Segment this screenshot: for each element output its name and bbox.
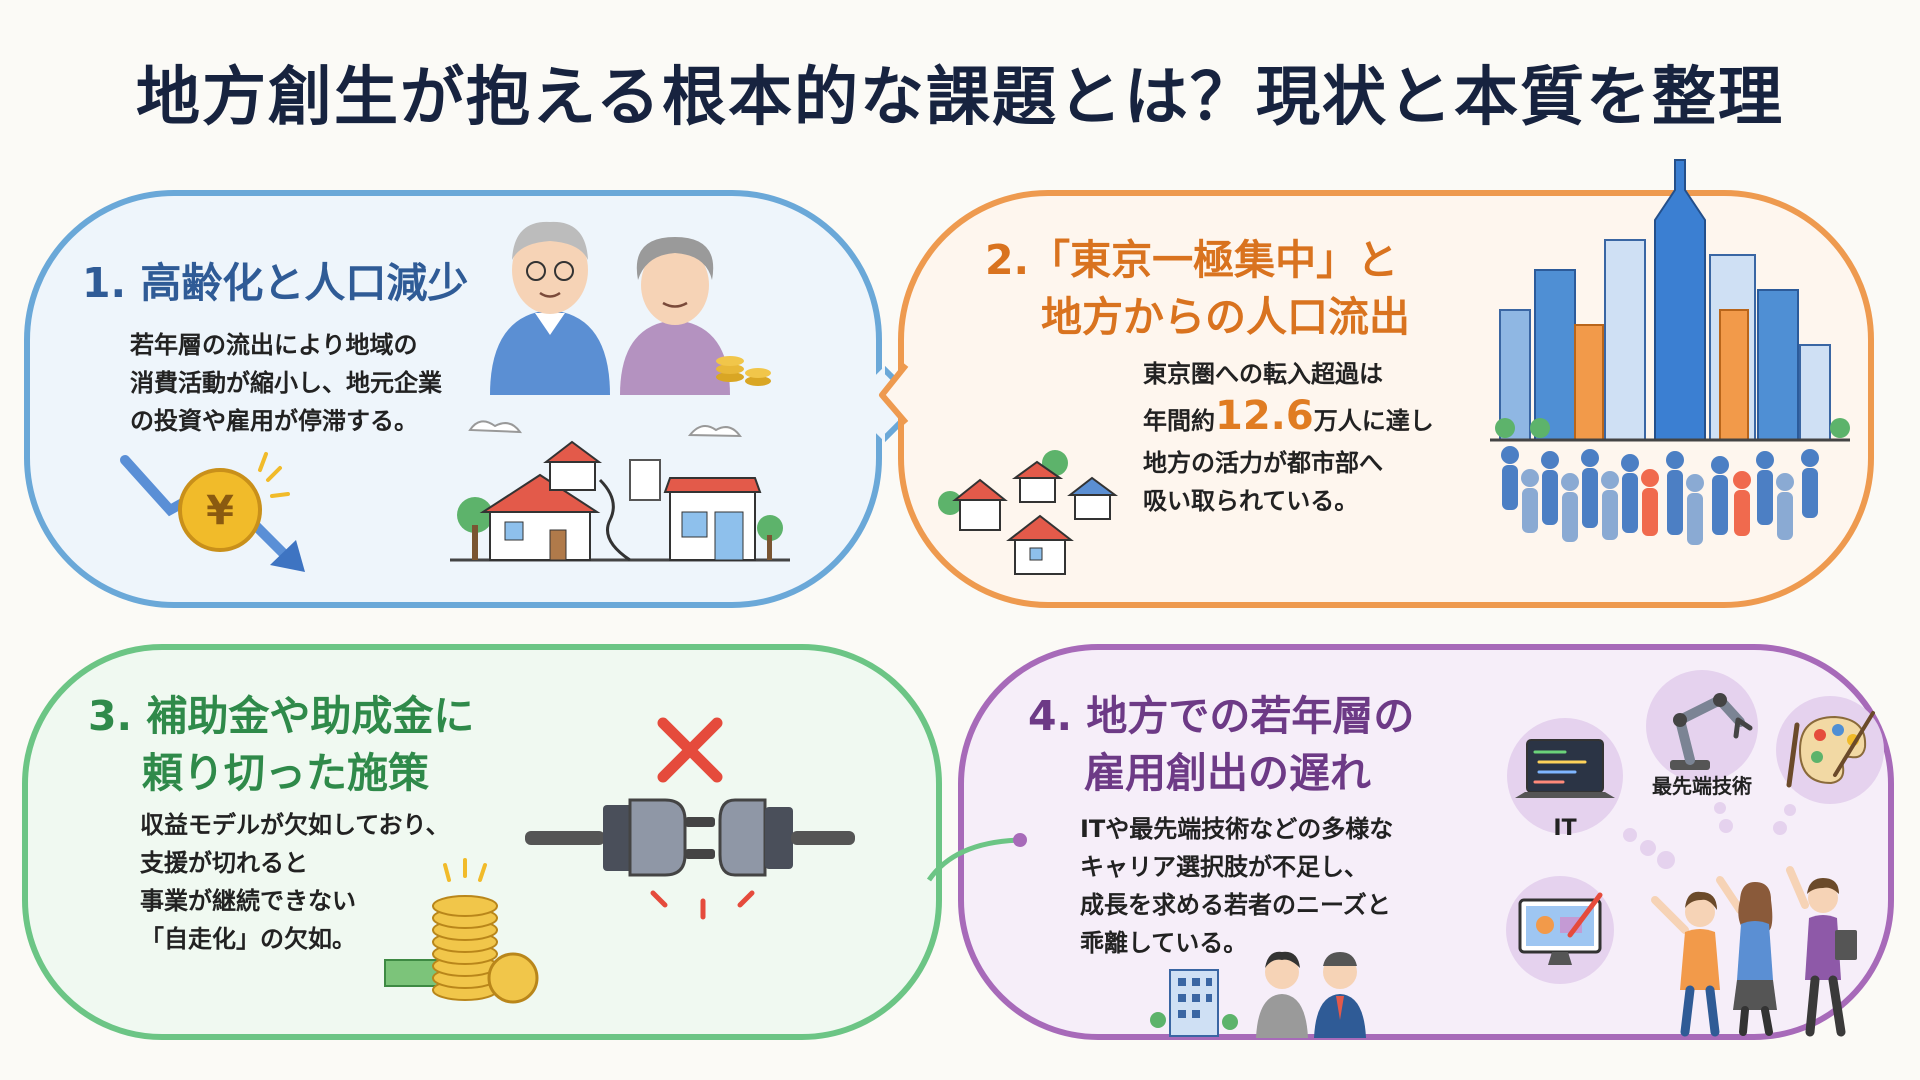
cross-mark-icon xyxy=(657,717,723,783)
city-skyline-icon xyxy=(1490,159,1850,545)
elderly-couple-icon xyxy=(490,221,771,395)
design-monitor-icon xyxy=(1506,876,1614,984)
young-people-group-icon xyxy=(1651,866,1857,1037)
art-palette-icon xyxy=(1776,696,1884,804)
it-label: IT xyxy=(1553,816,1576,841)
panel-4-line-2: キャリア選択肢が不足し、 xyxy=(1080,853,1368,881)
office-workers-icon xyxy=(1150,951,1366,1038)
panel-4-line-3: 成長を求める若者のニーズと xyxy=(1080,891,1391,919)
panel-1-line-2: 消費活動が縮小し、地元企業 xyxy=(130,369,442,397)
panel-1-heading-text: 高齢化と人口減少 xyxy=(140,259,469,307)
migration-figure: 12.6 xyxy=(1215,393,1314,439)
village-houses-icon xyxy=(938,450,1119,575)
panel-2-heading: 2.「東京一極集中」と 地方からの人口流出 xyxy=(985,232,1410,346)
crowd-icon xyxy=(1501,446,1819,545)
unplugged-icon xyxy=(525,798,855,920)
money-stack-icon xyxy=(384,858,539,1004)
panel-4-heading-line-2: 雇用創出の遅れ xyxy=(1084,749,1371,797)
panel-3-line-1: 収益モデルが欠如しており、 xyxy=(140,811,450,839)
advanced-tech-label: 最先端技術 xyxy=(1652,774,1752,798)
robot-arm-icon: 最先端技術 xyxy=(1646,670,1758,798)
panel-1-line-1: 若年層の流出により地域の xyxy=(130,331,418,359)
panel-aging-population xyxy=(24,190,882,608)
panel-3-line-4: 「自走化」の欠如。 xyxy=(140,925,356,953)
panel-3-body: 収益モデルが欠如しており、 支援が切れると 事業が継続できない 「自走化」の欠如… xyxy=(140,806,450,958)
panel-3-line-3: 事業が継続できない xyxy=(140,887,356,915)
panel-1-heading: 1. 高齢化と人口減少 xyxy=(82,255,468,312)
panel-4-line-1: ITや最先端技術などの多様な xyxy=(1080,815,1394,843)
panel-2-line-2-pre: 年間約 xyxy=(1143,407,1215,435)
page-title: 地方創生が抱える根本的な課題とは？現状と本質を整理 xyxy=(135,61,1785,135)
yen-symbol: ¥ xyxy=(206,488,234,534)
panel-3-heading-line-1: 3. 補助金や助成金に xyxy=(88,692,475,740)
panel-2-line-4: 吸い取られている。 xyxy=(1143,487,1359,515)
panel-4-body: ITや最先端技術などの多様な キャリア選択肢が不足し、 成長を求める若者のニーズ… xyxy=(1080,810,1393,962)
panel-4-line-4: 乖離している。 xyxy=(1080,929,1248,957)
panel-2-line-1: 東京圏への転入超過は xyxy=(1143,360,1383,388)
panel-4-heading-line-1: 4. 地方での若年層の xyxy=(1028,692,1415,740)
panel-1-body: 若年層の流出により地域の 消費活動が縮小し、地元企業 の投資や雇用が停滞する。 xyxy=(130,326,442,440)
it-laptop-icon: IT xyxy=(1507,718,1623,841)
town-houses-icon xyxy=(450,420,790,562)
panel-2-speech-tail xyxy=(879,363,909,425)
yen-decline-icon: ¥ xyxy=(120,452,305,572)
panel-4-heading: 4. 地方での若年層の 雇用創出の遅れ xyxy=(1028,688,1414,802)
panel-2-line-2: 年間約12.6万人に達し xyxy=(1143,393,1434,444)
panel-3-line-2: 支援が切れると xyxy=(140,849,308,877)
panel-2-line-3: 地方の活力が都市部へ xyxy=(1143,449,1383,477)
panel-1-number: 1. xyxy=(82,259,127,307)
thought-bubble-dots xyxy=(1623,802,1796,869)
panel-2-heading-line-2: 地方からの人口流出 xyxy=(1041,293,1410,341)
coin-stack-icon xyxy=(716,356,771,386)
panel-2-line-2-post: 万人に達し xyxy=(1313,407,1434,435)
panel-2-body: 東京圏への転入超過は 年間約12.6万人に達し 地方の活力が都市部へ 吸い取られ… xyxy=(1143,355,1434,520)
panel-3-heading-line-2: 頼り切った施策 xyxy=(142,749,429,797)
panel-connector-line xyxy=(926,833,1027,882)
panel-1-line-3: の投資や雇用が停滞する。 xyxy=(130,407,418,435)
panel-3-heading: 3. 補助金や助成金に 頼り切った施策 xyxy=(88,688,474,802)
panel-2-heading-line-1: 2.「東京一極集中」と xyxy=(985,236,1399,284)
